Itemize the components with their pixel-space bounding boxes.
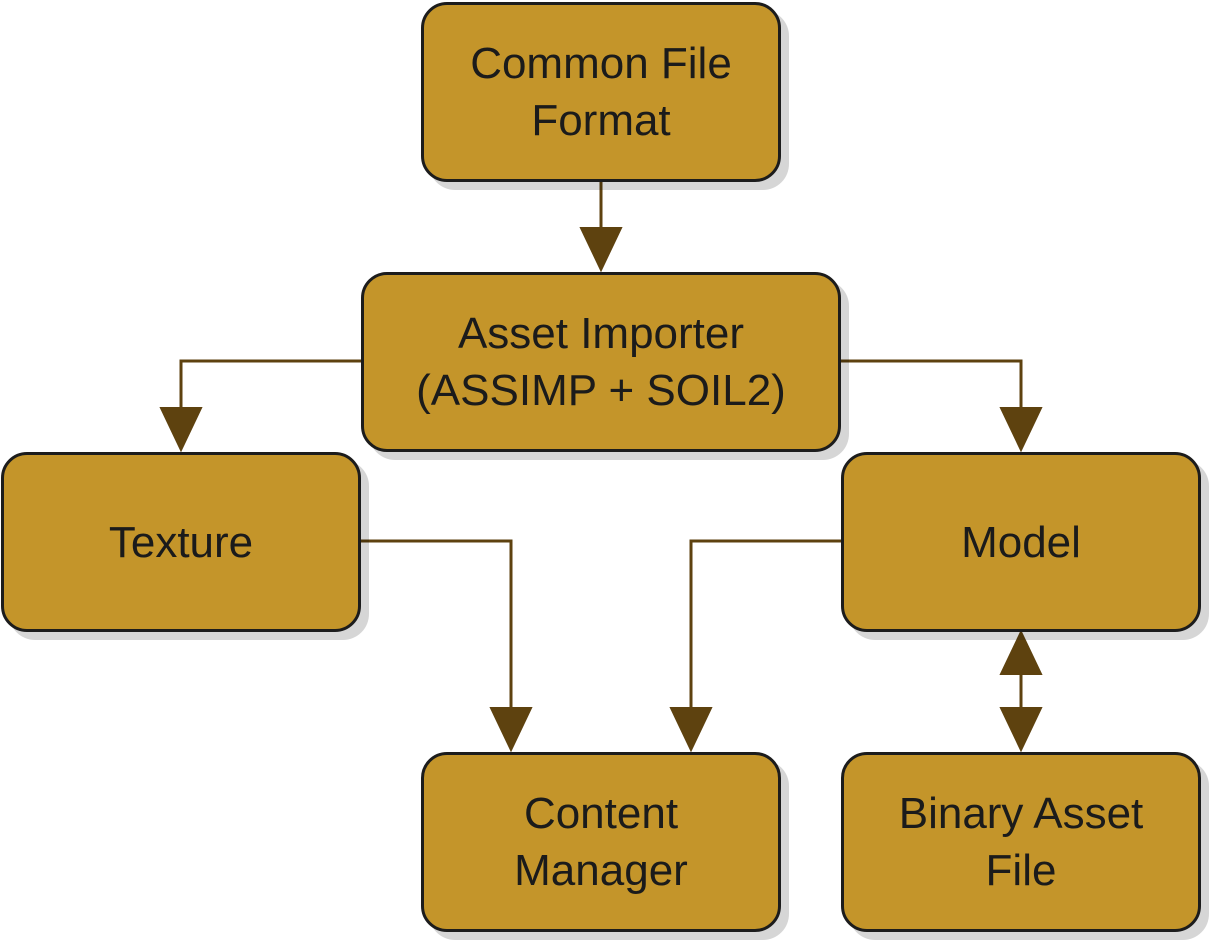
node-model: Model — [841, 452, 1201, 632]
edge-model-to-content — [669, 539, 841, 753]
node-binary-asset-file: Binary Asset File — [841, 752, 1201, 932]
edge-model-binary-bidirectional — [999, 629, 1043, 753]
edge-texture-to-content — [361, 539, 533, 753]
edge-common-to-importer — [579, 182, 623, 273]
node-content-manager: Content Manager — [421, 752, 781, 932]
edge-importer-to-texture — [159, 359, 361, 453]
node-asset-importer: Asset Importer (ASSIMP + SOIL2) — [361, 272, 841, 452]
node-texture: Texture — [1, 452, 361, 632]
edge-importer-to-model — [841, 359, 1043, 453]
node-common-file-format: Common File Format — [421, 2, 781, 182]
